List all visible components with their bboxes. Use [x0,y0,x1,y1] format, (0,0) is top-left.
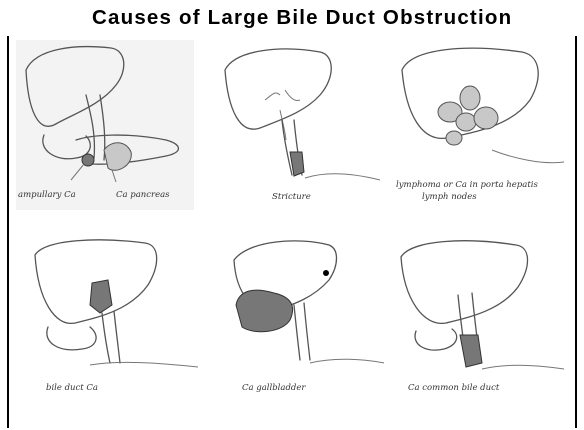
lymph-node-2 [460,86,480,110]
panel-lymphoma: lymphoma or Ca in porta hepatis lymph no… [392,40,570,210]
panel-cbd-ca: Ca common bile duct [396,235,574,405]
cbd-tumor [460,335,482,367]
gallbladder-tumor [236,290,293,332]
lymph-node-5 [446,131,462,145]
stricture-sketch [210,40,388,210]
gallbladder-ca-sketch [214,235,392,405]
bile-duct-tumor [90,280,112,313]
caption-stricture: Stricture [272,192,311,202]
caption-ca-common-bile-duct: Ca common bile duct [408,383,499,393]
caption-ampullary-ca: ampullary Ca [18,190,76,200]
pancreas-tumor [104,143,131,171]
dot-mark [323,270,329,276]
stricture-mark [290,152,304,176]
lymph-node-4 [474,107,498,129]
caption-bile-duct-ca: bile duct Ca [46,383,98,393]
lymph-node-3 [456,113,476,131]
caption-ca-pancreas: Ca pancreas [116,190,170,200]
cbd-ca-sketch [396,235,574,405]
caption-ca-gallbladder: Ca gallbladder [242,383,305,393]
panel-bile-duct-ca: bile duct Ca [30,235,208,405]
caption-lymphoma: lymphoma or Ca in porta hepatis [396,180,538,190]
figure-title: Causes of Large Bile Duct Obstruction [92,6,512,30]
panel-stricture: Stricture [210,40,388,210]
liver-pancreas-sketch [16,40,194,210]
panel-ampullary-pancreas: ampullary Ca Ca pancreas [16,40,194,210]
panel-gallbladder-ca: Ca gallbladder [214,235,392,405]
bile-duct-ca-sketch [30,235,208,405]
caption-lymph-nodes: lymph nodes [422,192,477,202]
